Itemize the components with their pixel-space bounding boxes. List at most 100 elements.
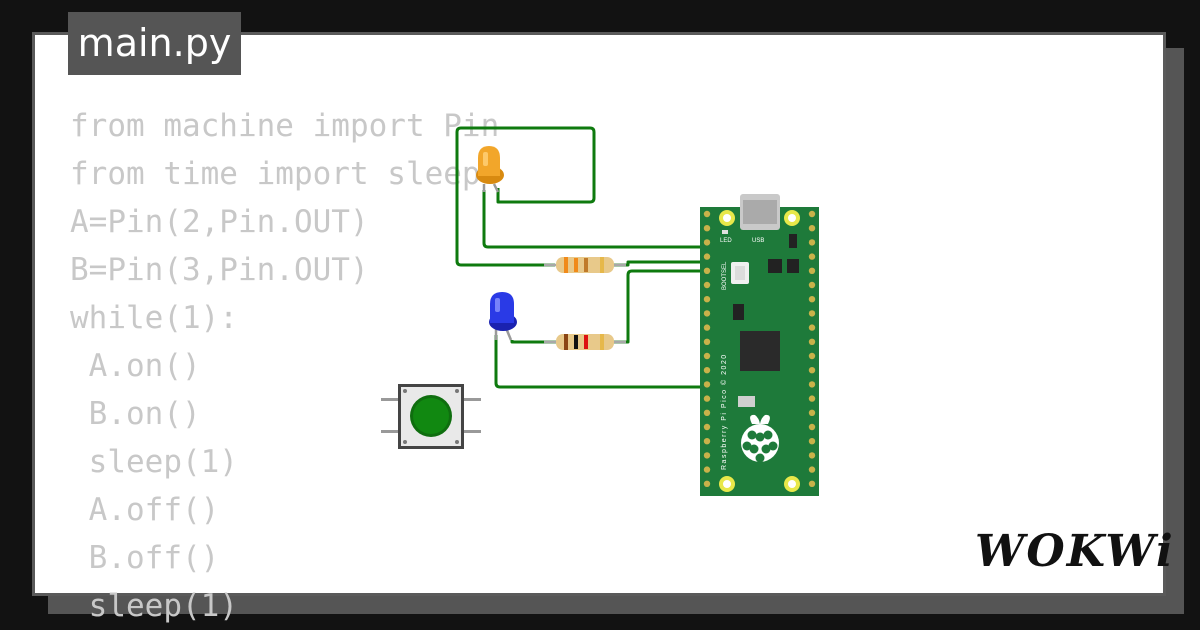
- board-pin: [703, 381, 711, 388]
- button-cap: [413, 398, 449, 434]
- board-chip: [787, 259, 799, 273]
- board-pin: [808, 409, 816, 416]
- led-dome: [478, 146, 500, 176]
- board-pin: [703, 423, 711, 431]
- board-silkscreen: Raspberry Pi Pico © 2020: [720, 353, 728, 470]
- button-leg: [463, 398, 481, 401]
- resistor-band: [574, 335, 578, 349]
- board-pin: [703, 466, 711, 473]
- board-pin: [808, 381, 816, 388]
- wire: [494, 335, 706, 389]
- board-pin: [703, 409, 711, 416]
- code-line: sleep(1): [70, 588, 238, 624]
- wire: [510, 340, 556, 344]
- resistor-band: [600, 334, 604, 350]
- board-pin: [703, 296, 711, 303]
- resistor-band: [564, 334, 568, 350]
- bootsel-label: BOOTSEL: [722, 261, 728, 290]
- board-chip: [733, 304, 744, 320]
- button-corner: [455, 440, 459, 444]
- board-pin: [808, 281, 816, 289]
- board-pin: [808, 466, 816, 473]
- board-pin: [808, 253, 816, 260]
- resistor-band: [584, 258, 588, 272]
- board-pin: [703, 225, 711, 232]
- board-pin: [703, 267, 711, 274]
- button-corner: [403, 440, 407, 444]
- board-chip: [768, 259, 782, 273]
- blue-led[interactable]: [489, 292, 517, 341]
- board-pin: [703, 352, 711, 360]
- orange-led[interactable]: [476, 146, 504, 193]
- board-pin: [808, 438, 816, 445]
- board-pin: [808, 310, 816, 317]
- board-pin: [703, 438, 711, 445]
- code-line: while(1):: [70, 300, 238, 336]
- board-pins: [703, 210, 816, 487]
- project-preview-card: from machine import Pin from time import …: [32, 32, 1166, 624]
- wokwi-logo: WOKWi: [975, 526, 1175, 577]
- board-pin: [703, 395, 711, 402]
- board-pin: [808, 367, 816, 374]
- board-pin: [703, 281, 711, 289]
- board-pin: [808, 225, 816, 232]
- board-chip: [789, 234, 797, 248]
- resistor-band: [564, 257, 568, 273]
- pico-board[interactable]: LED USB BOOTSEL Raspberry Pi Pico © 2020: [700, 194, 819, 496]
- onboard-led: [722, 230, 728, 234]
- resistor-band: [574, 258, 578, 272]
- resistor-2[interactable]: [544, 334, 626, 350]
- board-pin: [808, 210, 816, 218]
- resistor-1[interactable]: [544, 257, 626, 273]
- wire: [612, 260, 706, 267]
- code-line: B.on(): [70, 396, 201, 432]
- usb-connector-inner: [743, 200, 777, 224]
- pushbutton[interactable]: [381, 384, 481, 449]
- button-leg: [381, 430, 399, 433]
- code-line: A=Pin(2,Pin.OUT): [70, 204, 369, 240]
- button-leg: [381, 398, 399, 401]
- wire: [482, 190, 706, 249]
- button-leg: [463, 430, 481, 433]
- code-line: from machine import Pin: [70, 108, 500, 144]
- board-pin: [703, 480, 711, 487]
- led-dome: [490, 292, 514, 323]
- rp2040-chip: [740, 331, 780, 371]
- board-pin: [703, 367, 711, 374]
- led-glint: [495, 298, 500, 312]
- board-pin: [703, 210, 711, 218]
- file-tab[interactable]: main.py: [68, 12, 241, 75]
- code-line: B=Pin(3,Pin.OUT): [70, 252, 369, 288]
- board-component: [738, 396, 755, 407]
- button-corner: [455, 389, 459, 393]
- raspberry-logo-icon: [741, 414, 779, 463]
- code-line: from time import sleep: [70, 156, 481, 192]
- board-pin: [808, 480, 816, 487]
- board-pin: [808, 296, 816, 303]
- led-lead: [492, 183, 500, 193]
- board-pin: [808, 423, 816, 431]
- code-preview: from machine import Pin from time import …: [70, 102, 499, 630]
- resistor-band: [600, 257, 604, 273]
- code-line: sleep(1): [70, 444, 238, 480]
- board-pin: [703, 253, 711, 260]
- board-pin: [703, 324, 711, 331]
- wires: [455, 126, 706, 389]
- code-line: A.on(): [70, 348, 201, 384]
- board-pin: [808, 267, 816, 274]
- board-pin: [703, 239, 711, 246]
- wire: [455, 126, 596, 267]
- board-pin: [808, 352, 816, 360]
- led-glint: [483, 152, 488, 166]
- resistor-band: [584, 335, 588, 349]
- code-line: A.off(): [70, 492, 220, 528]
- button-corner: [403, 389, 407, 393]
- board-pin: [808, 395, 816, 402]
- board-pin: [808, 452, 816, 459]
- wire: [612, 269, 706, 344]
- code-line: B.off(): [70, 540, 220, 576]
- board-pin: [808, 324, 816, 331]
- board-pin: [703, 310, 711, 317]
- board-pin: [703, 452, 711, 459]
